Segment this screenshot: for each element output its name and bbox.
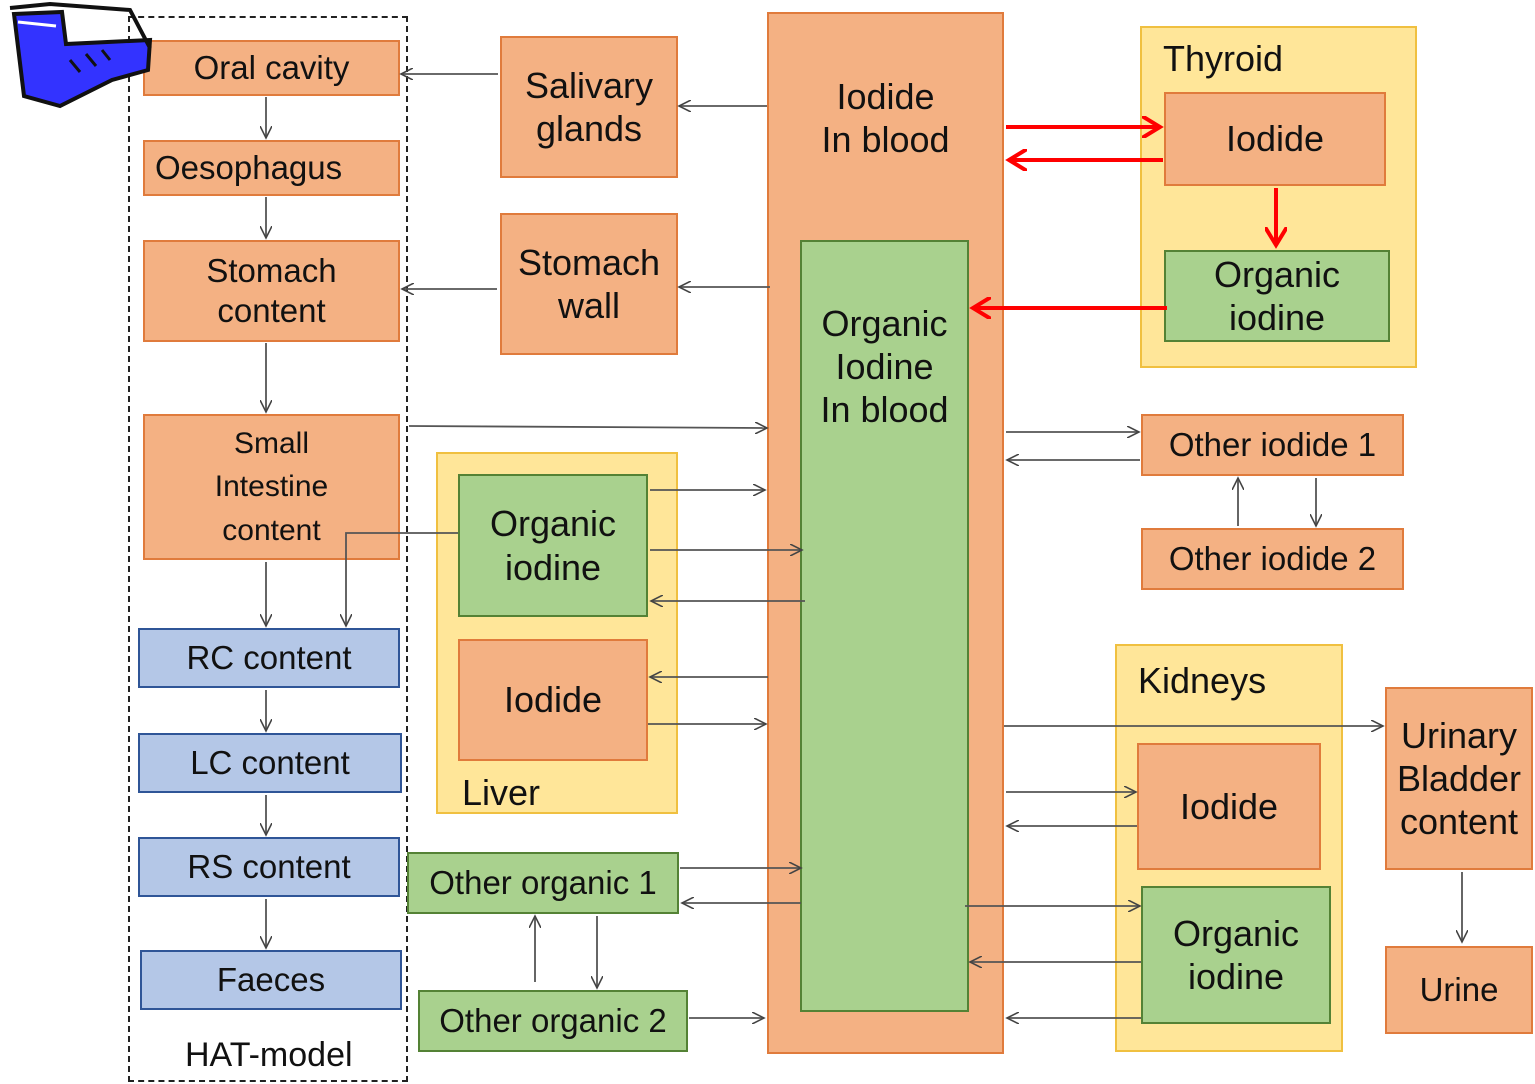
iodide-in-blood-line-1: Iodide (836, 75, 935, 117)
kidney-iodide-box: Iodide (1137, 743, 1321, 870)
oesophagus-box: Oesophagus (143, 140, 400, 196)
liver-organic-iodine-box: Organic iodine (458, 474, 648, 617)
bladder-line-1: Urinary (1400, 714, 1517, 756)
bladder-line-3: content (1399, 801, 1519, 843)
iodide-in-blood-text: Iodide In blood (767, 68, 1004, 168)
stomach-content-box: Stomach content (143, 240, 400, 342)
arrow-intestine-blood (408, 426, 767, 428)
urine-box: Urine (1385, 946, 1533, 1034)
liver-organic-line-1: Organic (489, 503, 617, 545)
hat-model-boundary (128, 16, 408, 1082)
other-organic-1-box: Other organic 1 (407, 852, 679, 914)
salivary-line-2: glands (535, 108, 643, 149)
stomach-content-line-1: Stomach (206, 252, 337, 290)
kidney-organic-line-2: iodine (1187, 956, 1285, 997)
small-intestine-line-3: content (222, 513, 321, 547)
small-intestine-line-1: Small (233, 426, 309, 460)
rc-content-box: RC content (138, 628, 400, 688)
stomach-content-line-2: content (217, 292, 326, 329)
arrow-liver-intestine (346, 532, 458, 626)
bladder-line-2: Bladder (1396, 757, 1522, 799)
organic-blood-line-1: Organic (821, 303, 948, 344)
flask-icon (9, 1, 153, 109)
hat-model-label: HAT-model (185, 1036, 353, 1074)
organic-blood-line-3: In blood (820, 389, 949, 431)
kidney-organic-iodine-box: Organic iodine (1141, 886, 1331, 1024)
thyroid-organic-iodine-box: Organic iodine (1164, 250, 1390, 342)
small-intestine-box: Small Intestine content (143, 414, 400, 560)
organic-blood-line-2: Iodine (835, 346, 934, 388)
thyroid-organic-line-1: Organic (1213, 253, 1341, 295)
other-iodide-1-box: Other iodide 1 (1141, 414, 1404, 476)
liver-organic-line-2: iodine (504, 546, 602, 588)
iodide-in-blood-line-2: In blood (821, 119, 950, 160)
organic-iodine-in-blood-box: Organic Iodine In blood (800, 240, 969, 1012)
stomach-wall-line-2: wall (557, 285, 620, 326)
urinary-bladder-box: Urinary Bladder content (1385, 687, 1533, 870)
faeces-box: Faeces (140, 950, 402, 1010)
thyroid-organic-line-2: iodine (1228, 297, 1326, 338)
salivary-line-1: Salivary (524, 64, 654, 106)
liver-iodide-box: Iodide (458, 639, 648, 761)
liver-label: Liver (462, 772, 541, 813)
rs-content-box: RS content (138, 837, 400, 897)
thyroid-label: Thyroid (1163, 38, 1284, 79)
thyroid-iodide-box: Iodide (1164, 92, 1386, 186)
lc-content-box: LC content (138, 733, 402, 793)
small-intestine-line-2: Intestine (214, 470, 329, 504)
kidneys-label: Kidneys (1138, 660, 1267, 701)
salivary-glands-box: Salivary glands (500, 36, 678, 178)
other-organic-2-box: Other organic 2 (418, 990, 688, 1052)
oral-cavity-box: Oral cavity (143, 40, 400, 96)
stomach-wall-box: Stomach wall (500, 213, 678, 355)
stomach-wall-line-1: Stomach (517, 241, 661, 283)
kidney-organic-line-1: Organic (1172, 912, 1300, 954)
other-iodide-2-box: Other iodide 2 (1141, 528, 1404, 590)
